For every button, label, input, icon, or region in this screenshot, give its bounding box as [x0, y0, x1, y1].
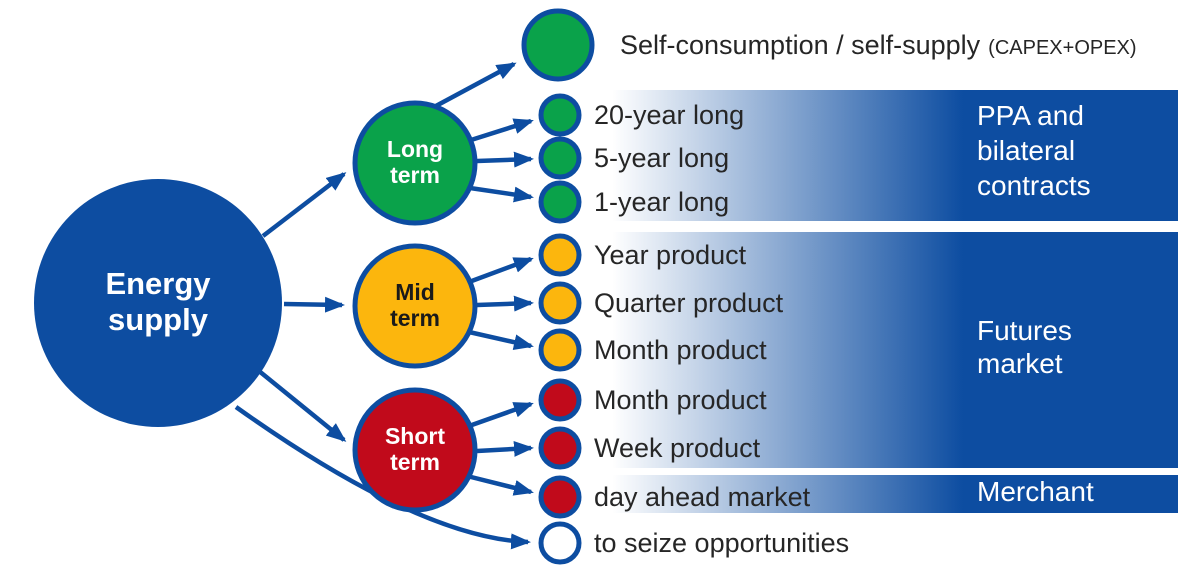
leaf-5-year-node [538, 136, 582, 180]
arrow-mid-to-quarter-product [476, 295, 534, 312]
leaf-label-1-year: 1-year long [594, 187, 729, 217]
leaf-quarter-product-node [538, 281, 582, 325]
leaf-label-day-ahead: day ahead market [594, 482, 811, 512]
band-ppa-bilateral [612, 90, 1178, 221]
long-term-node [352, 100, 478, 226]
leaf-label-month-product-mid: Month product [594, 335, 767, 365]
leaf-20-year-node [538, 93, 582, 137]
band-futures-market [612, 232, 1178, 468]
arrow-energy-to-long-term [261, 172, 347, 238]
leaf-label-month-product-short: Month product [594, 385, 767, 415]
arrow-short-to-month-product [468, 401, 534, 429]
leaf-month-product-short-node [538, 378, 582, 422]
arrow-long-to-20-year [470, 118, 534, 143]
short-term-node [352, 387, 478, 513]
leaf-label-5-year: 5-year long [594, 143, 729, 173]
leaf-label-year-product: Year product [594, 240, 747, 270]
arrow-long-to-5-year [476, 151, 534, 168]
mid-term-node [352, 243, 478, 369]
arrow-short-to-week-product [476, 440, 534, 457]
leaf-day-ahead-node [538, 475, 582, 519]
band-merchant [612, 475, 1178, 513]
leaf-label-quarter-product: Quarter product [594, 288, 784, 318]
energy-supply-node [34, 179, 282, 427]
leaf-label-opportunities: to seize opportunities [594, 528, 849, 558]
arrow-long-to-self-consumption [432, 62, 517, 109]
leaf-year-product-node [538, 233, 582, 277]
arrow-short-to-day-ahead [466, 473, 534, 496]
leaf-label-week-product: Week product [594, 433, 761, 463]
leaf-month-product-mid-node [538, 328, 582, 372]
arrow-mid-to-year-product [468, 256, 534, 285]
arrow-energy-to-short-term [257, 369, 347, 442]
leaf-week-product-node [538, 426, 582, 470]
leaf-label-self-consumption: Self-consumption / self-supply(CAPEX+OPE… [620, 30, 1137, 60]
arrow-mid-to-month-product [468, 329, 534, 351]
arrow-long-to-1-year [469, 185, 534, 203]
arrow-energy-to-mid-term [283, 296, 345, 313]
leaf-self-consumption-node [521, 8, 595, 82]
leaf-1-year-node [538, 180, 582, 224]
leaf-label-20-year: 20-year long [594, 100, 744, 130]
band-label-merchant: Merchant [977, 476, 1094, 507]
leaf-opportunities-node [538, 521, 582, 565]
